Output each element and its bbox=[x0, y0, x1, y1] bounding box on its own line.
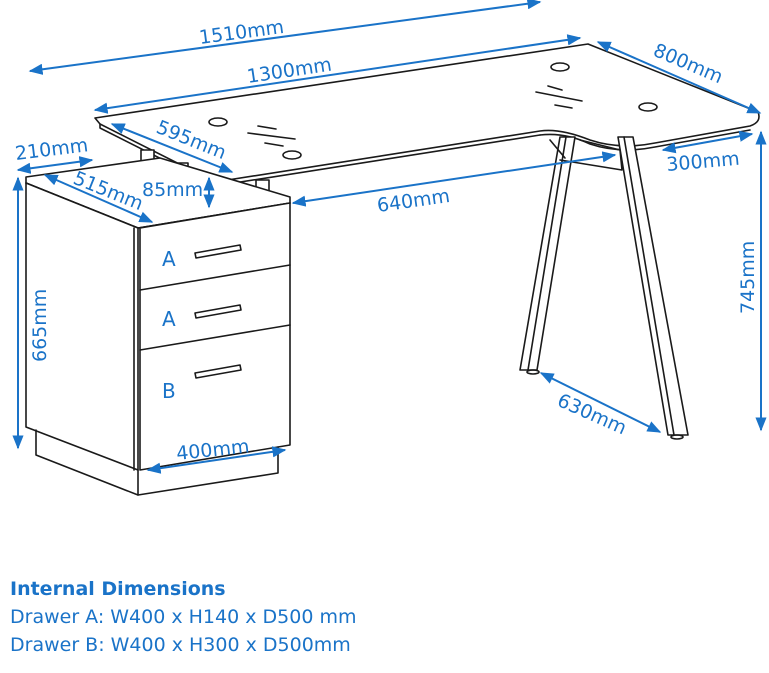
notes-drawer-b: Drawer B: W400 x H300 x D500mm bbox=[10, 634, 351, 656]
drawer-labels: A A B bbox=[162, 247, 176, 403]
dim-top-width: 1300mm bbox=[245, 54, 333, 88]
desk-top bbox=[94, 43, 760, 187]
dim-overall-width: 1510mm bbox=[198, 16, 286, 49]
notes-drawer-a: Drawer A: W400 x H140 x D500 mm bbox=[10, 606, 357, 628]
drawer-pedestal bbox=[25, 157, 291, 496]
dim-pedestal-height: 665mm bbox=[29, 289, 51, 362]
dim-return-narrow: 300mm bbox=[666, 148, 741, 176]
a-frame-legs bbox=[519, 136, 689, 440]
internal-dimensions-notes: Internal Dimensions Drawer A: W400 x H14… bbox=[10, 575, 356, 659]
dim-shelf-offset: 210mm bbox=[14, 134, 89, 165]
dim-riser-height: 85mm bbox=[142, 179, 203, 201]
drawer-label-bottom: B bbox=[162, 379, 176, 403]
drawer-label-middle: A bbox=[162, 307, 176, 331]
notes-title: Internal Dimensions bbox=[10, 578, 226, 600]
dim-overall-height: 745mm bbox=[737, 241, 759, 314]
drawer-label-top: A bbox=[162, 247, 176, 271]
dim-leg-spread: 630mm bbox=[554, 389, 630, 439]
dimension-lines bbox=[12, 0, 767, 474]
